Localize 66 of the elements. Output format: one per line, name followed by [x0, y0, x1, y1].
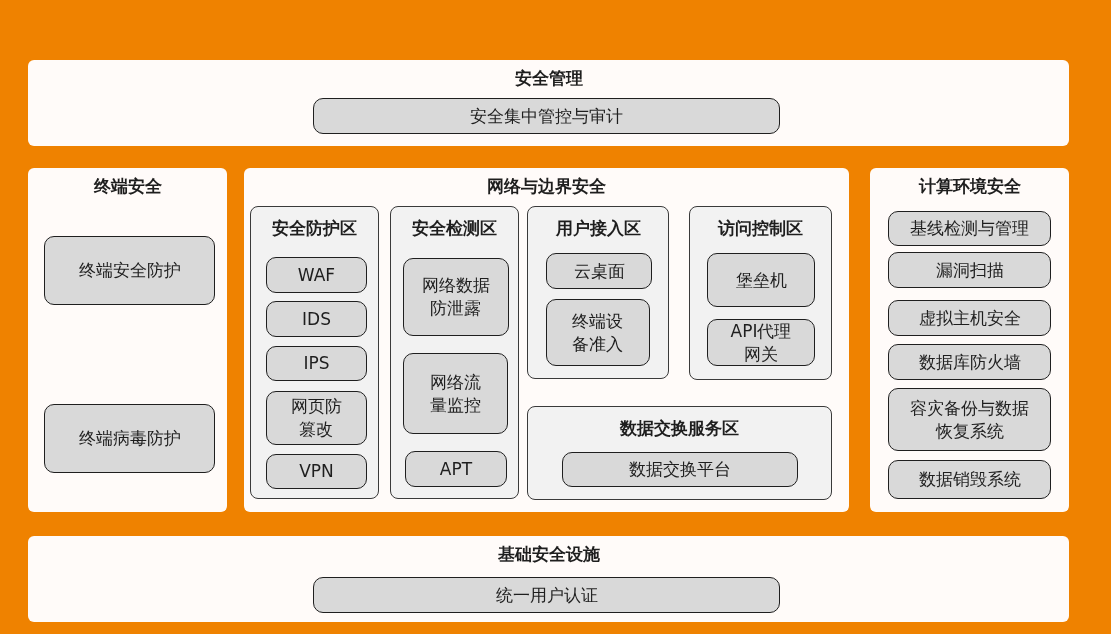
zone-title: 安全防护区: [272, 217, 357, 239]
zone-panel: [390, 206, 519, 499]
zone-title: 用户接入区: [555, 217, 641, 239]
section-title: 终端安全: [93, 175, 162, 197]
component-label: 网页防篡改: [290, 395, 343, 441]
component-label: 网络数据防泄露: [421, 274, 491, 320]
component-label: 统一用户认证: [495, 583, 598, 607]
zone-title: 安全检测区: [412, 217, 497, 239]
component-label: 容灾备份与数据恢复系统: [909, 396, 1030, 443]
section-title: 安全管理: [514, 67, 583, 89]
zone-panel: [527, 406, 832, 500]
component-label: 堡垒机: [735, 268, 787, 292]
component-label: 数据交换平台: [629, 458, 731, 481]
section-title: 计算环境安全: [918, 175, 1021, 197]
zone-title: 数据交换服务区: [620, 417, 739, 439]
component-box: [546, 299, 650, 366]
component-label: APT: [439, 457, 473, 481]
component-label: 虚拟主机安全: [918, 306, 1021, 330]
component-box: [546, 253, 652, 289]
component-label: 终端病毒防护: [78, 427, 181, 450]
section-panel: [28, 536, 1069, 622]
component-label: 网络流量监控: [429, 370, 482, 417]
component-box: [266, 301, 367, 337]
section-title: 基础安全设施: [497, 543, 600, 565]
section-panel: [28, 60, 1069, 146]
section-panel: [244, 168, 849, 512]
component-box: [562, 452, 798, 487]
component-box: [707, 319, 815, 366]
component-box: [888, 300, 1051, 336]
component-box: [888, 252, 1051, 288]
zone-title: 访问控制区: [718, 217, 803, 239]
component-label: 终端安全防护: [78, 259, 181, 282]
section-panel: [28, 168, 227, 512]
component-label: API代理网关: [729, 319, 793, 366]
component-box: [266, 391, 367, 445]
section-title: 网络与边界安全: [487, 175, 606, 197]
component-box: [313, 577, 780, 613]
component-box: [44, 404, 215, 473]
component-label: VPN: [299, 460, 334, 483]
component-box: [403, 353, 508, 434]
zone-panel: [250, 206, 379, 499]
component-box: [888, 211, 1051, 246]
component-box: [888, 388, 1051, 451]
component-box: [403, 258, 509, 336]
component-label: 终端设备准入: [571, 309, 625, 356]
zone-panel: [527, 206, 669, 379]
component-label: 数据库防火墙: [918, 350, 1021, 374]
component-label: 云桌面: [573, 259, 625, 283]
component-box: [888, 344, 1051, 380]
component-label: 基线检测与管理: [910, 217, 1029, 240]
zone-panel: [689, 206, 832, 380]
component-label: 安全集中管控与审计: [470, 104, 623, 128]
component-label: IPS: [303, 352, 330, 375]
component-box: [266, 454, 367, 489]
component-box: [888, 460, 1051, 499]
component-label: 漏洞扫描: [935, 258, 1004, 282]
component-label: 数据销毁系统: [918, 468, 1021, 491]
component-label: IDS: [302, 307, 331, 331]
component-label: WAF: [297, 263, 336, 287]
component-box: [707, 253, 815, 307]
component-box: [266, 346, 367, 381]
component-box: [266, 257, 367, 293]
component-box: [313, 98, 780, 134]
section-panel: [870, 168, 1069, 512]
component-box: [44, 236, 215, 305]
component-box: [405, 451, 507, 487]
